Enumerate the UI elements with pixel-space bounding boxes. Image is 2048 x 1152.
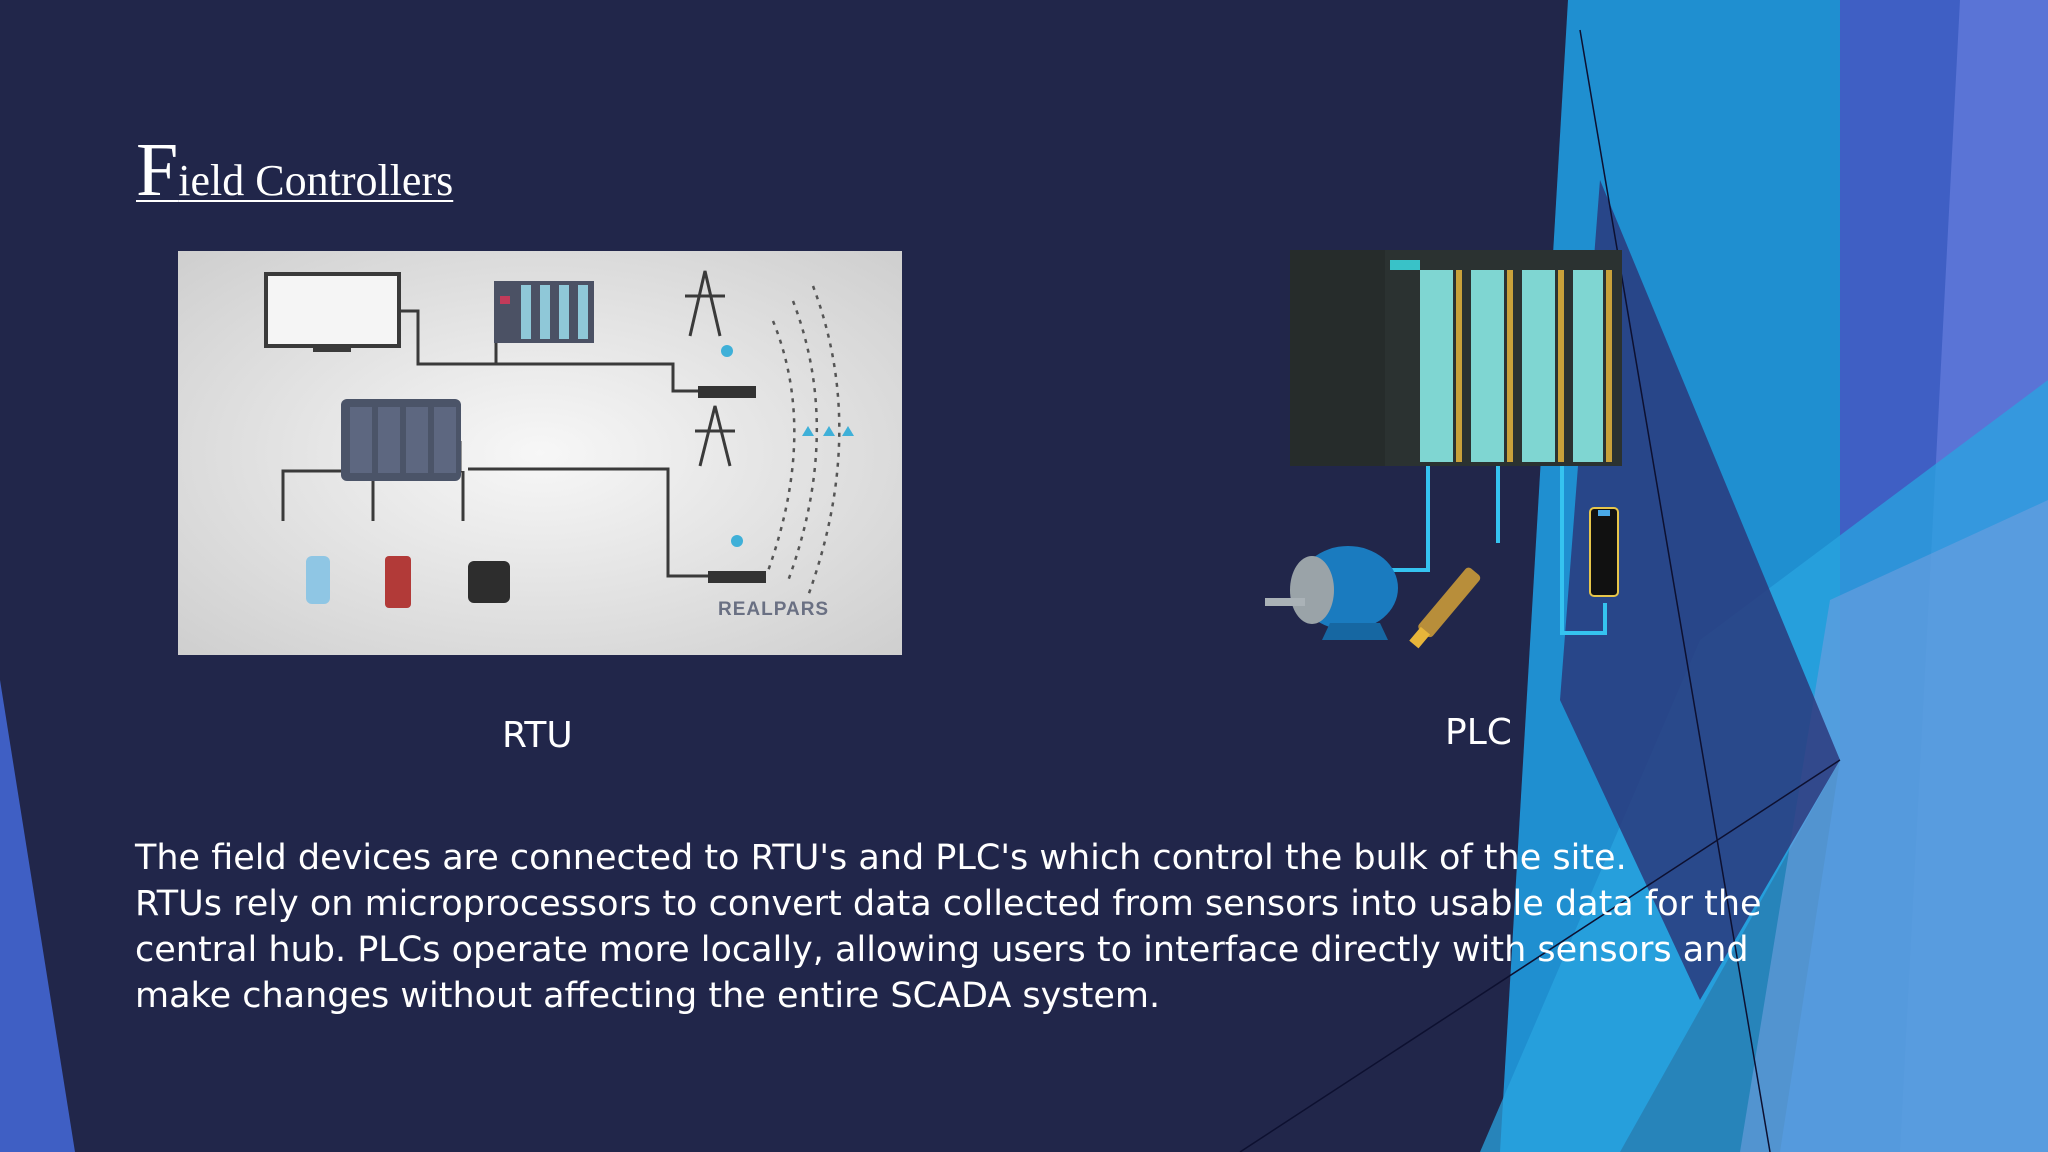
photo-sensor-icon — [1589, 507, 1619, 597]
signal-waves — [766, 285, 841, 597]
body-text: The field devices are connected to RTU's… — [135, 835, 1775, 1019]
title-rest: ield Controllers — [178, 156, 454, 205]
body-line: make changes without affecting the entir… — [135, 976, 1161, 1016]
bg-line — [1239, 759, 1841, 1152]
radio-modem-icons — [698, 345, 766, 583]
motor-icon — [1265, 546, 1398, 640]
bg-facet — [1740, 500, 2048, 1152]
bg-line — [1579, 29, 1771, 1152]
plc-caption: PLC — [1445, 712, 1512, 753]
body-line: central hub. PLCs operate more locally, … — [135, 930, 1749, 970]
rack-icon — [494, 281, 594, 343]
slide-title: Field Controllers — [136, 132, 453, 208]
tower-icons — [685, 270, 735, 467]
plc-rack — [1290, 250, 1622, 466]
rtu-caption: RTU — [502, 715, 573, 756]
proximity-sensor-icon — [1409, 567, 1481, 649]
rtu-diagram-image: REALPARS — [178, 251, 902, 655]
monitor-icon — [264, 272, 401, 352]
bg-facet-left — [0, 680, 75, 1152]
body-line: RTUs rely on microprocessors to convert … — [135, 884, 1762, 924]
rtu-unit-icon — [341, 399, 461, 481]
plc-diagram-image — [1265, 250, 1622, 649]
bg-facet — [1560, 180, 1840, 1000]
sensor-icons — [306, 556, 510, 608]
rtu-image-brand: REALPARS — [718, 599, 829, 620]
title-initial: F — [136, 128, 179, 212]
body-line: The field devices are connected to RTU's… — [135, 838, 1627, 878]
